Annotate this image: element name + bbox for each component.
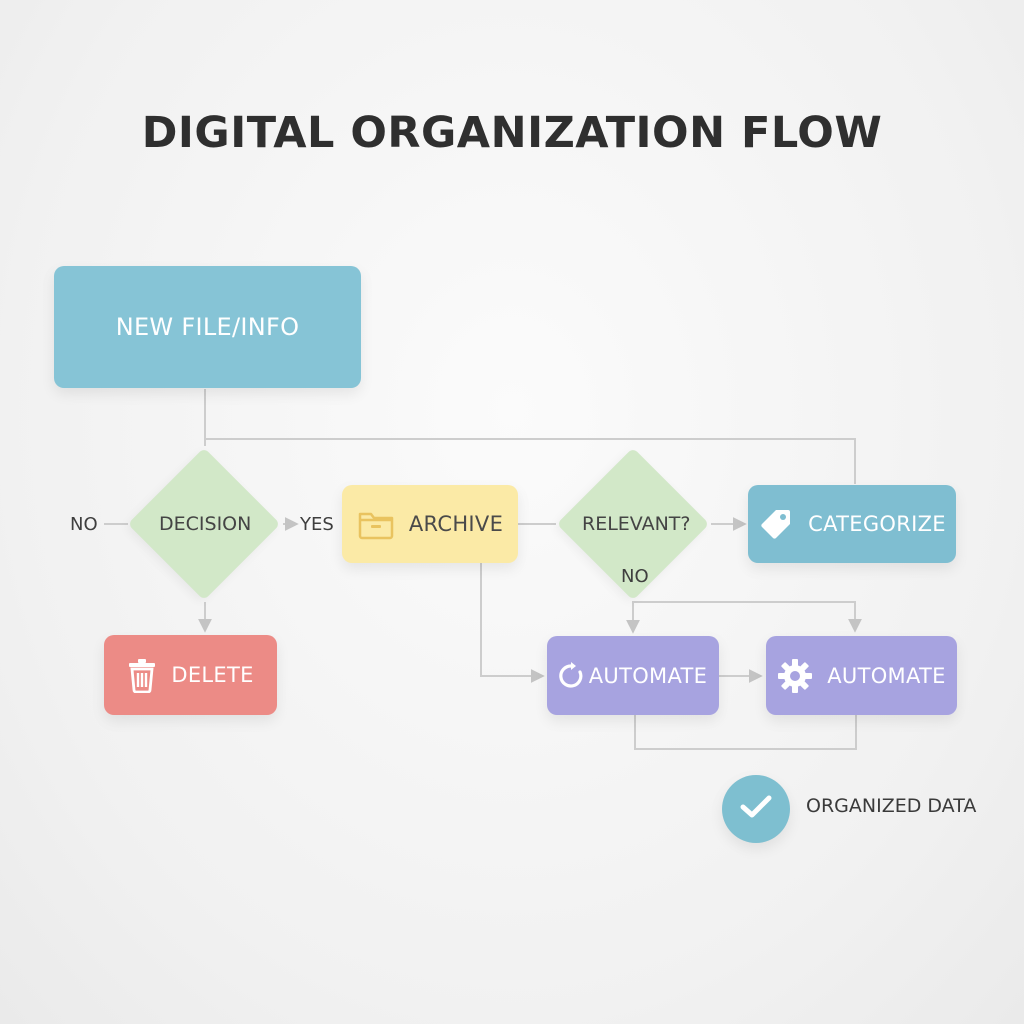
folder-icon <box>357 508 395 540</box>
start-node[interactable]: NEW FILE/INFO <box>54 266 361 388</box>
delete-label: DELETE <box>171 663 254 687</box>
edge-automate-loop <box>634 715 857 750</box>
refresh-icon <box>559 661 583 690</box>
automate-2-label: AUTOMATE <box>827 663 946 688</box>
decision-yes-label: YES <box>300 514 334 535</box>
check-icon <box>739 794 773 824</box>
relevant-no-label: NO <box>621 566 649 587</box>
gear-icon <box>777 658 813 694</box>
decision-no-label: NO <box>70 514 98 535</box>
relevant-label: RELEVANT? <box>582 513 691 535</box>
archive-label: ARCHIVE <box>408 512 504 536</box>
diagram-title: DIGITAL ORGANIZATION FLOW <box>141 108 883 158</box>
automate-node-1[interactable]: AUTOMATE <box>547 636 719 715</box>
trash-icon <box>127 657 157 693</box>
organized-data-label: ORGANIZED DATA <box>806 795 977 817</box>
automate-node-2[interactable]: AUTOMATE <box>766 636 957 715</box>
start-node-label: NEW FILE/INFO <box>115 313 300 341</box>
categorize-label: CATEGORIZE <box>808 512 946 536</box>
edge-archive-automate <box>480 563 545 683</box>
delete-node[interactable]: DELETE <box>104 635 277 715</box>
automate-1-label: AUTOMATE <box>588 663 708 688</box>
categorize-node[interactable]: CATEGORIZE <box>748 485 956 563</box>
edge-categorize-loop <box>204 438 856 484</box>
tag-icon <box>758 506 794 542</box>
edge-relevant-no-split <box>632 601 862 633</box>
decision-label: DECISION <box>159 513 252 535</box>
organized-data-node[interactable] <box>722 775 790 843</box>
archive-node[interactable]: ARCHIVE <box>342 485 518 563</box>
